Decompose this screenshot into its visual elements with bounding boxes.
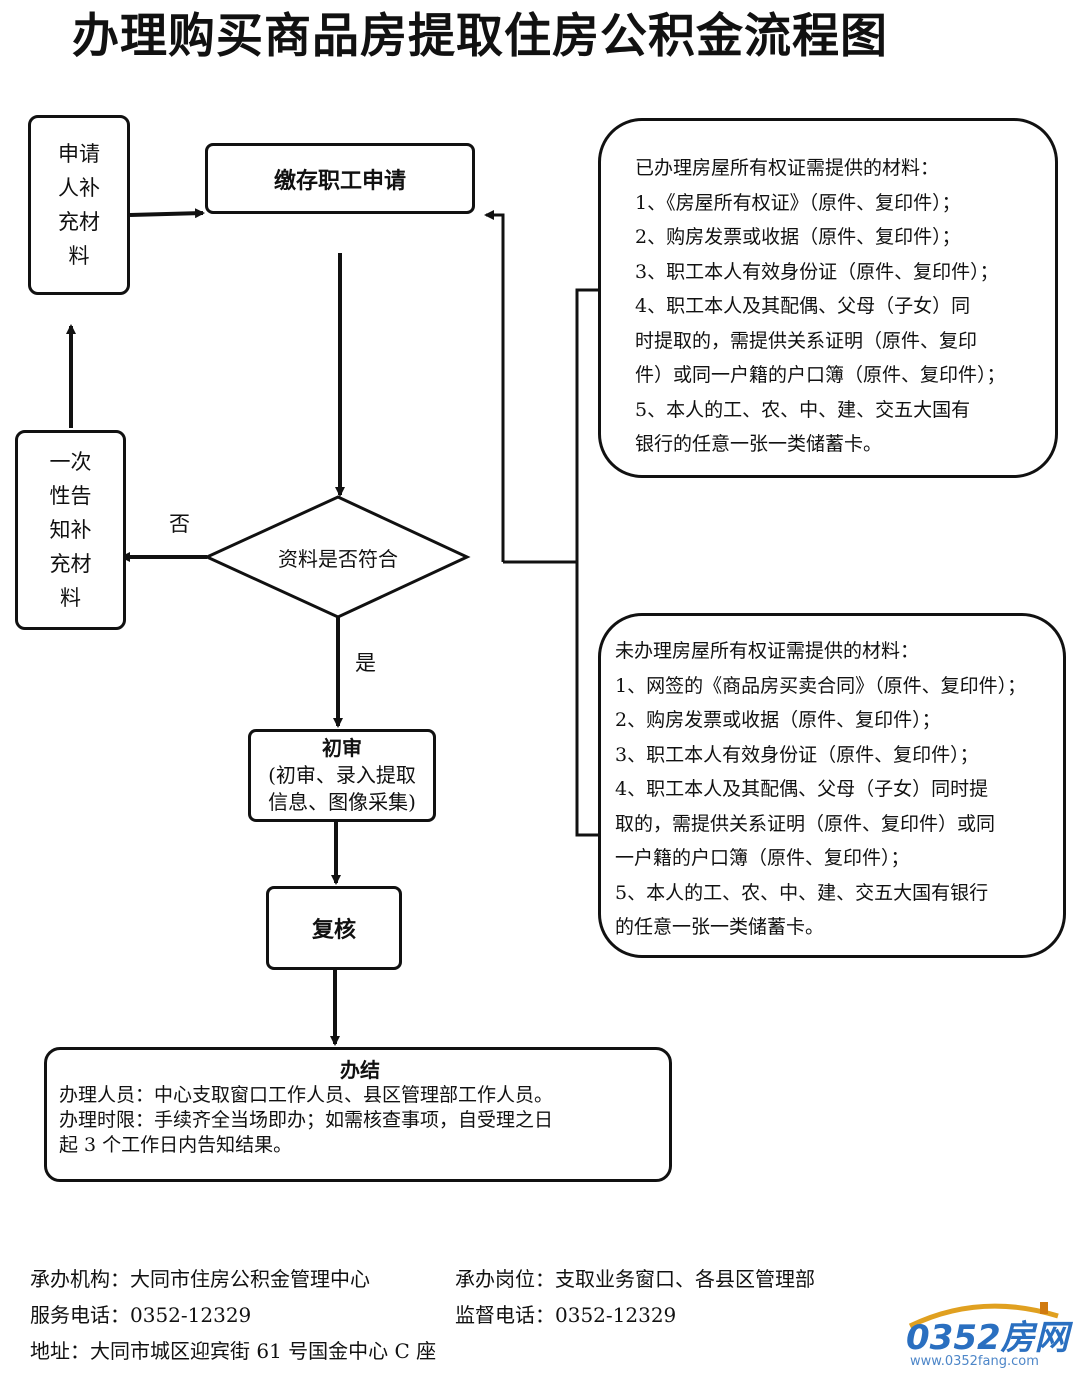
done-box: 办结 办理人员：中心支取窗口工作人员、县区管理部工作人员。 办理时限：手续齐全当… [44, 1047, 672, 1182]
apply-label: 缴存职工申请 [273, 168, 406, 194]
materials-without-cert-line: 的任意一张一类储蓄卡。 [615, 916, 825, 938]
no-label: 否 [169, 512, 190, 536]
decision-diamond [203, 495, 471, 619]
materials-without-cert-line: 一户籍的户口簿（原件、复印件）； [615, 847, 910, 869]
materials-with-cert-box: 已办理房屋所有权证需提供的材料： 1、《房屋所有权证》（原件、复印件）； 2、购… [598, 118, 1058, 478]
materials-with-cert-line: 5、本人的工、农、中、建、交五大国有 [635, 398, 971, 421]
supplement-line: 料 [68, 244, 90, 268]
materials-with-cert-line: 银行的任意一张一类储蓄卡。 [635, 433, 883, 455]
recheck-label: 复核 [311, 918, 356, 943]
materials-without-cert-line: 4、职工本人及其配偶、父母（子女）同时提 [615, 778, 989, 800]
materials-with-cert-line: 4、职工本人及其配偶、父母（子女）同 [635, 295, 971, 317]
watermark-logo: 0352房网 www.0352fang.com [890, 1296, 1076, 1374]
notify-line: 知补 [49, 518, 92, 542]
materials-without-cert-heading: 未办理房屋所有权证需提供的材料： [615, 640, 920, 662]
materials-with-cert-heading: 已办理房屋所有权证需提供的材料： [635, 157, 940, 179]
watermark-url: www.0352fang.com [910, 1354, 1039, 1369]
materials-with-cert-line: 1、《房屋所有权证》（原件、复印件）； [635, 191, 961, 214]
materials-without-cert-line: 1、网签的《商品房买卖合同》（原件、复印件）； [615, 674, 1027, 697]
materials-without-cert-line: 5、本人的工、农、中、建、交五大国有银行 [615, 881, 989, 904]
notify-line: 料 [60, 586, 81, 610]
house-roof-icon [908, 1302, 1059, 1329]
materials-with-cert-line: 件）或同一户籍的户口簿（原件、复印件）； [635, 364, 1006, 386]
first-review-title: 初审 [322, 736, 362, 760]
footer-phone: 服务电话：0352-12329 [30, 1303, 252, 1327]
done-line: 办理时限：手续齐全当场即办；如需核查事项，自受理之日 [59, 1109, 554, 1131]
materials-without-cert-line: 3、职工本人有效身份证（原件、复印件）； [615, 743, 979, 766]
arrow-supplement-to-apply [129, 208, 205, 219]
apply-box: 缴存职工申请 [205, 143, 475, 214]
decision-label: 资料是否符合 [237, 537, 439, 577]
materials-bracket [575, 288, 598, 837]
materials-with-cert-line: 2、购房发票或收据（原件、复印件）； [635, 226, 961, 248]
supplement-line: 充材 [58, 210, 100, 234]
arrow-materials-to-apply [484, 210, 505, 562]
yes-label: 是 [355, 651, 376, 675]
notify-line: 一次 [49, 450, 92, 474]
decision-text: 资料是否符合 [278, 546, 398, 571]
supplement-line: 人补 [58, 176, 100, 200]
first-review-box: 初审 (初审、录入提取 信息、图像采集) [248, 729, 436, 822]
materials-without-cert-line: 2、购房发票或收据（原件、复印件）； [615, 709, 941, 731]
materials-with-cert-line: 3、职工本人有效身份证（原件、复印件）； [635, 260, 999, 283]
supplement-materials-box: 申请 人补 充材 料 [28, 115, 130, 295]
done-title: 办结 [340, 1058, 380, 1082]
materials-without-cert-line: 取的，需提供关系证明（原件、复印件）或同 [615, 812, 996, 835]
notify-line: 性告 [49, 484, 92, 508]
footer-address: 地址：大同市城区迎宾街 61 号国金中心 C 座 [30, 1339, 437, 1363]
footer-post: 承办岗位：支取业务窗口、各县区管理部 [455, 1267, 815, 1291]
supplement-line: 申请 [58, 142, 100, 166]
materials-with-cert-line: 时提取的，需提供关系证明（原件、复印 [635, 329, 978, 352]
done-line: 办理人员：中心支取窗口工作人员、县区管理部工作人员。 [59, 1084, 554, 1106]
first-review-line: 信息、图像采集) [268, 790, 416, 814]
done-line: 起 3 个工作日内告知结果。 [59, 1134, 293, 1156]
footer-supervise: 监督电话：0352-12329 [455, 1303, 677, 1327]
notify-box: 一次 性告 知补 充材 料 [15, 430, 126, 630]
watermark-brand: 0352房网 [906, 1318, 1069, 1358]
page-title: 办理购买商品房提取住房公积金流程图 [72, 9, 888, 64]
first-review-line: (初审、录入提取 [268, 763, 416, 787]
materials-without-cert-box: 未办理房屋所有权证需提供的材料： 1、网签的《商品房买卖合同》（原件、复印件）；… [598, 613, 1066, 958]
notify-line: 充材 [49, 552, 92, 576]
footer-org: 承办机构：大同市住房公积金管理中心 [30, 1267, 370, 1291]
recheck-box: 复核 [266, 886, 402, 970]
